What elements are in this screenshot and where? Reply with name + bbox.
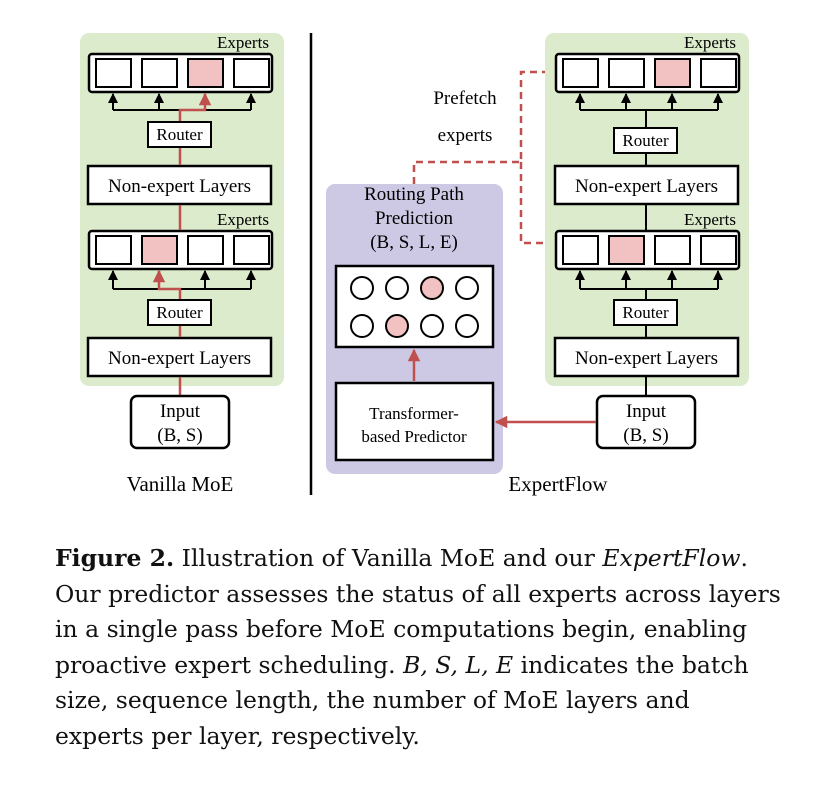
expert-box <box>95 235 132 265</box>
expert-box <box>233 58 270 88</box>
prefetch-path-top <box>412 70 550 184</box>
nonexpert-layers-top <box>553 164 740 206</box>
svg-text:experts: experts <box>438 125 493 146</box>
expert-box <box>233 235 270 265</box>
svg-text:Transformer-: Transformer- <box>369 404 459 423</box>
vanilla-moe-title: Vanilla MoE <box>127 472 234 496</box>
vanilla-flow-path <box>157 94 207 396</box>
expert-group-bottom <box>554 229 741 271</box>
svg-text:Prefetch: Prefetch <box>433 88 497 109</box>
expert-box-active <box>187 58 224 88</box>
svg-text:Input: Input <box>160 401 201 422</box>
svg-text:Non-expert Layers: Non-expert Layers <box>575 176 718 197</box>
router-bottom <box>613 299 678 326</box>
caption-label: Figure 2. <box>55 544 175 572</box>
expert-box <box>187 235 224 265</box>
nonexpert-layers-bottom <box>553 336 740 378</box>
svg-text:Router: Router <box>156 125 203 144</box>
svg-text:Router: Router <box>156 303 203 322</box>
svg-text:Router: Router <box>622 303 669 322</box>
svg-text:Routing Path: Routing Path <box>364 184 464 205</box>
expert-box <box>141 58 178 88</box>
prefetch-path-bottom <box>519 162 550 245</box>
input-box <box>129 394 231 450</box>
transformer-predictor <box>334 381 495 462</box>
nonexpert-layers-top <box>86 164 273 206</box>
svg-text:Non-expert Layers: Non-expert Layers <box>108 348 251 369</box>
svg-text:Experts: Experts <box>684 210 736 229</box>
expertflow-panel: Routing Path Prediction (B, S, L, E) Tra… <box>326 33 749 496</box>
svg-text:Input: Input <box>626 401 667 422</box>
svg-text:Router: Router <box>622 131 669 150</box>
nonexpert-layers-bottom <box>86 336 273 378</box>
svg-text:Non-expert Layers: Non-expert Layers <box>108 176 251 197</box>
svg-text:(B, S): (B, S) <box>157 425 202 446</box>
router-top <box>613 127 678 154</box>
expert-box-active <box>141 235 178 265</box>
svg-text:Experts: Experts <box>684 33 736 52</box>
figure-caption: Figure 2. Illustration of Vanilla MoE an… <box>55 544 781 750</box>
svg-text:Prediction: Prediction <box>375 208 454 229</box>
svg-text:(B, S): (B, S) <box>623 425 668 446</box>
expertflow-title: ExpertFlow <box>508 472 608 496</box>
svg-text:based Predictor: based Predictor <box>361 427 467 446</box>
expert-group-top <box>87 52 274 94</box>
svg-text:Non-expert Layers: Non-expert Layers <box>575 348 718 369</box>
router-bottom <box>147 299 212 326</box>
experts-label-bottom: Experts <box>217 210 269 229</box>
router-top <box>147 121 212 148</box>
expert-box <box>95 58 132 88</box>
expert-group-bottom <box>87 229 274 271</box>
svg-text:(B, S, L, E): (B, S, L, E) <box>370 232 458 253</box>
expert-group-top <box>554 52 741 94</box>
experts-label-top: Experts <box>217 33 269 52</box>
vanilla-moe-panel: Experts Router Non-expert Layers Experts… <box>80 33 284 496</box>
moe-comparison-diagram: Experts Router Non-expert Layers Experts… <box>80 33 749 496</box>
input-box <box>595 394 697 450</box>
